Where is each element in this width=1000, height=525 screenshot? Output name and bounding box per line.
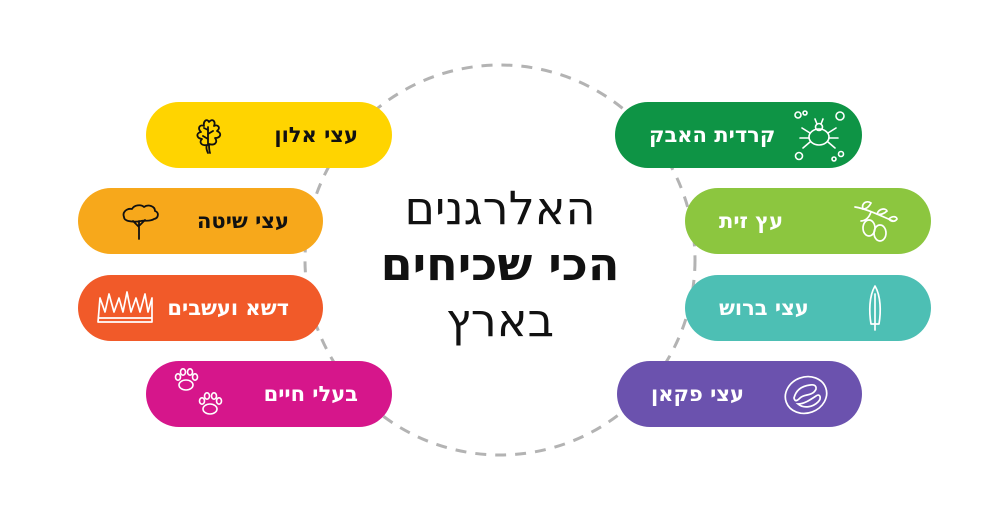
dust-mite-icon	[790, 106, 848, 164]
center-title: האלרגנים הכי שכיחים בארץ	[340, 180, 660, 348]
oak-leaf-icon	[182, 109, 234, 161]
pill-dust-mite: קרדית האבק	[615, 102, 862, 168]
label-pecan-trees: עצי פקאן	[651, 382, 744, 406]
pill-cypress-trees: עצי ברוש	[685, 275, 931, 341]
grass-icon	[94, 282, 156, 334]
label-animals: בעלי חיים	[263, 382, 358, 406]
label-olive-tree: עץ זית	[719, 209, 784, 233]
pill-acacia-trees: עצי שיטה	[78, 188, 323, 254]
pill-olive-tree: עץ זית	[685, 188, 931, 254]
pill-oak-trees: עצי אלון	[146, 102, 392, 168]
pill-animals: בעלי חיים	[146, 361, 392, 427]
cypress-tree-icon	[849, 282, 901, 334]
label-grass-and-weeds: דשא ועשבים	[167, 296, 289, 320]
acacia-tree-icon	[114, 195, 166, 247]
paw-prints-icon	[172, 365, 232, 423]
label-cypress-trees: עצי ברוש	[719, 296, 809, 320]
title-line-2: הכי שכיחים	[380, 237, 620, 291]
pill-pecan-trees: עצי פקאן	[617, 361, 862, 427]
label-oak-trees: עצי אלון	[274, 123, 358, 147]
label-acacia-trees: עצי שיטה	[197, 209, 289, 233]
title-line-1: האלרגנים	[404, 181, 596, 235]
pecan-nut-icon	[780, 368, 832, 420]
title-line-3: בארץ	[445, 293, 555, 347]
olive-branch-icon	[849, 195, 901, 247]
pill-grass-and-weeds: דשא ועשבים	[78, 275, 323, 341]
label-dust-mite: קרדית האבק	[649, 123, 776, 147]
